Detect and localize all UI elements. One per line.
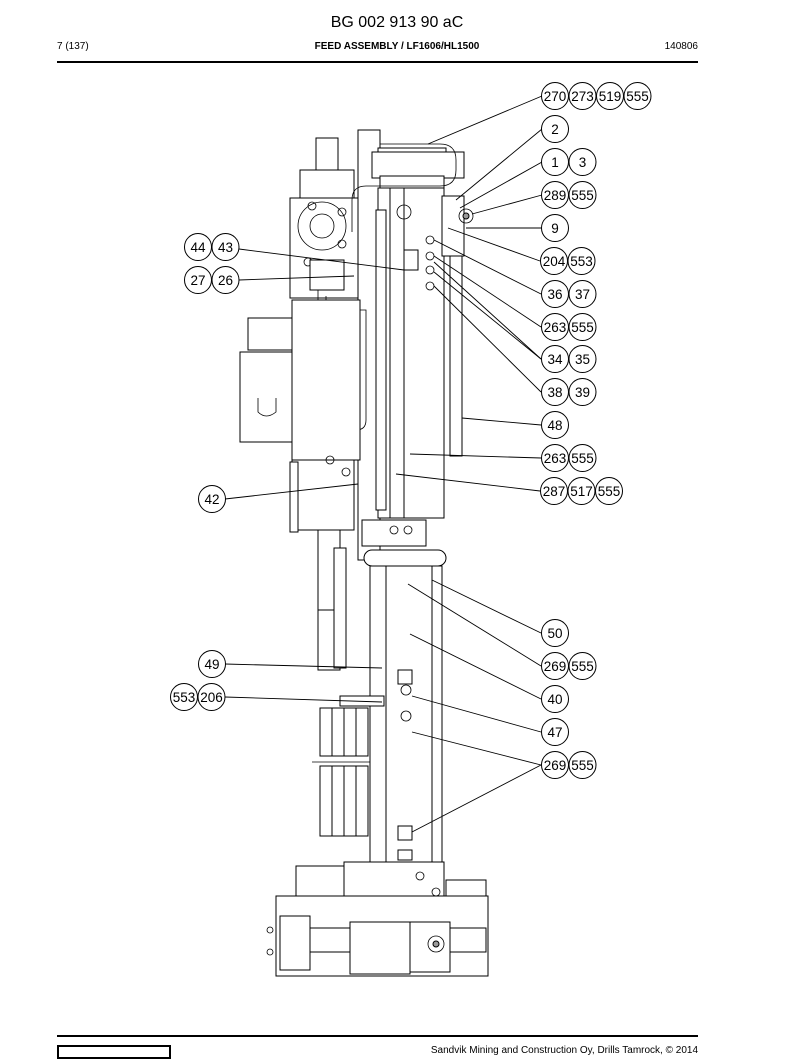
callout-40: 40 [541,685,569,713]
callout-circle [568,148,597,176]
callout-circle [541,718,569,746]
callout-289-555: 289 555 [541,181,597,209]
machine-illustration [239,129,489,977]
callout-label: 37 [575,287,590,302]
callout-label: 555 [598,484,621,499]
callout-36-37: 36 37 [541,280,597,308]
callout-label: 269 [544,758,567,773]
callout-label: 1 [551,155,559,170]
callout-label: 555 [626,89,649,104]
callout-label: 48 [547,418,562,433]
callout-label: 263 [544,320,567,335]
callout-circle [211,266,240,294]
callout-circle [198,485,226,513]
callout-47: 47 [541,718,569,746]
callout-label: 9 [551,221,559,236]
callout-label: 50 [547,626,562,641]
callout-label: 2 [551,122,559,137]
callout-label: 44 [190,240,206,255]
callout-263-555: 263 555 [541,444,597,472]
callout-label: 263 [544,451,567,466]
callout-circle [568,181,597,209]
document-title: BG 002 913 90 aC [330,14,464,31]
callout-label: 289 [544,188,567,203]
callout-circle [541,619,569,647]
callout-label: 553 [173,690,196,705]
callout-label: 43 [218,240,233,255]
callout-48: 48 [541,411,569,439]
callout-label: 206 [200,690,223,705]
callout-263-555: 263 555 [541,313,597,341]
callout-label: 27 [190,273,205,288]
callout-label: 40 [547,692,562,707]
callout-label: 555 [571,451,594,466]
callout-circle [541,685,569,713]
callout-label: 555 [571,758,594,773]
callout-circle [541,411,569,439]
callout-circle [541,214,569,242]
callout-2: 2 [541,115,569,143]
page-number: 7 (137) [57,41,89,52]
callout-circle [568,280,597,308]
callout-circle [568,345,597,373]
callout-9: 9 [541,214,569,242]
callout-34-35: 34 35 [541,345,597,373]
callout-label: 42 [204,492,219,507]
callout-label: 270 [544,89,567,104]
callout-label: 3 [579,155,587,170]
footer-rule [57,1035,698,1037]
callout-label: 555 [571,320,594,335]
section-title: FEED ASSEMBLY / LF1606/HL1500 [314,41,480,52]
callout-circle [567,247,596,275]
callout-label: 47 [547,725,562,740]
leader-lines [224,95,543,833]
callout-label: 39 [575,385,590,400]
document-date: 140806 [664,41,698,52]
callout-label: 26 [218,273,233,288]
callout-label: 38 [547,385,562,400]
callout-49: 49 [198,650,226,678]
sandvik-logo [57,1045,171,1059]
callout-circle [595,477,623,505]
callout-269-555: 269 555 [541,751,597,779]
callout-label: 269 [544,659,567,674]
callout-circle [568,751,597,779]
callout-50: 50 [541,619,569,647]
callout-38-39: 38 39 [541,378,597,406]
callout-27-26: 27 26 [184,266,240,294]
callout-label: 287 [543,484,566,499]
callout-label: 517 [570,484,593,499]
callout-label: 35 [575,352,590,367]
callout-553-206: 553 206 [170,683,226,711]
callout-circle [211,233,240,261]
callout-circle [568,313,597,341]
callout-label: 204 [543,254,566,269]
callout-44-43: 44 43 [184,233,240,261]
callout-circle [541,115,569,143]
callout-circle [568,652,597,680]
callout-circle [198,650,226,678]
callout-label: 36 [547,287,562,302]
callout-circle [568,378,597,406]
callout-label: 553 [570,254,593,269]
footer-copyright: Sandvik Mining and Construction Oy, Dril… [430,1045,698,1056]
callout-circle [623,82,652,110]
callout-287-517-555: 287 517 555 [540,477,623,505]
callout-269-555: 269 555 [541,652,597,680]
callout-label: 273 [571,89,594,104]
callout-circle [568,444,597,472]
callout-label: 555 [571,659,594,674]
callout-label: 519 [599,89,622,104]
header-rule [57,61,698,63]
callout-label: 34 [547,352,563,367]
callout-270-273-519-555: 270 273 519 555 [541,82,652,110]
callout-204-553: 204 553 [540,247,596,275]
callout-42: 42 [198,485,226,513]
callout-label: 49 [204,657,219,672]
callout-label: 555 [571,188,594,203]
callout-circle [197,683,226,711]
